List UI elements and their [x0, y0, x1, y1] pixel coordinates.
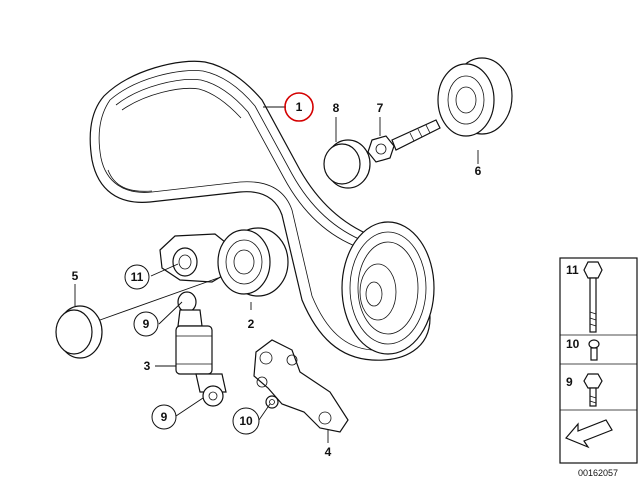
washer[interactable] — [265, 395, 279, 409]
label-8[interactable]: 8 — [333, 101, 340, 115]
reference-number: 00162057 — [578, 468, 618, 478]
highlight-ring — [284, 92, 314, 122]
dust-cap-left[interactable] — [55, 305, 103, 359]
leader-lines — [74, 106, 479, 443]
crank-pulley[interactable] — [341, 221, 435, 355]
label-4[interactable]: 4 — [325, 445, 332, 459]
washer-icon — [588, 339, 600, 361]
legend-label-10[interactable]: 10 — [566, 337, 580, 351]
dust-cap-top[interactable] — [323, 139, 371, 189]
direction-arrow-icon — [565, 419, 613, 449]
legend-panel: 11 10 9 — [559, 257, 638, 464]
label-6[interactable]: 6 — [475, 164, 482, 178]
idler-pulley[interactable] — [437, 57, 513, 137]
legend-label-9[interactable]: 9 — [566, 375, 573, 389]
legend-label-11[interactable]: 11 — [566, 263, 579, 277]
label-9-lower[interactable]: 9 — [161, 410, 168, 424]
tensioner-bracket[interactable] — [253, 339, 349, 433]
label-10[interactable]: 10 — [239, 414, 253, 428]
pulley-bolt[interactable] — [367, 119, 441, 163]
short-bolt-icon — [583, 373, 603, 407]
part-labels: 1 8 7 6 5 11 9 2 3 9 10 4 — [72, 92, 482, 459]
tension-damper[interactable] — [175, 291, 227, 407]
label-9-upper[interactable]: 9 — [143, 317, 150, 331]
label-2[interactable]: 2 — [248, 317, 255, 331]
label-3[interactable]: 3 — [144, 359, 151, 373]
long-bolt-icon — [583, 261, 603, 333]
label-1[interactable]: 1 — [296, 100, 303, 114]
label-7[interactable]: 7 — [377, 101, 384, 115]
label-5[interactable]: 5 — [72, 269, 79, 283]
tensioner-pulley[interactable] — [217, 227, 289, 297]
tensioner-arm[interactable] — [159, 233, 236, 283]
label-11[interactable]: 11 — [131, 270, 144, 284]
